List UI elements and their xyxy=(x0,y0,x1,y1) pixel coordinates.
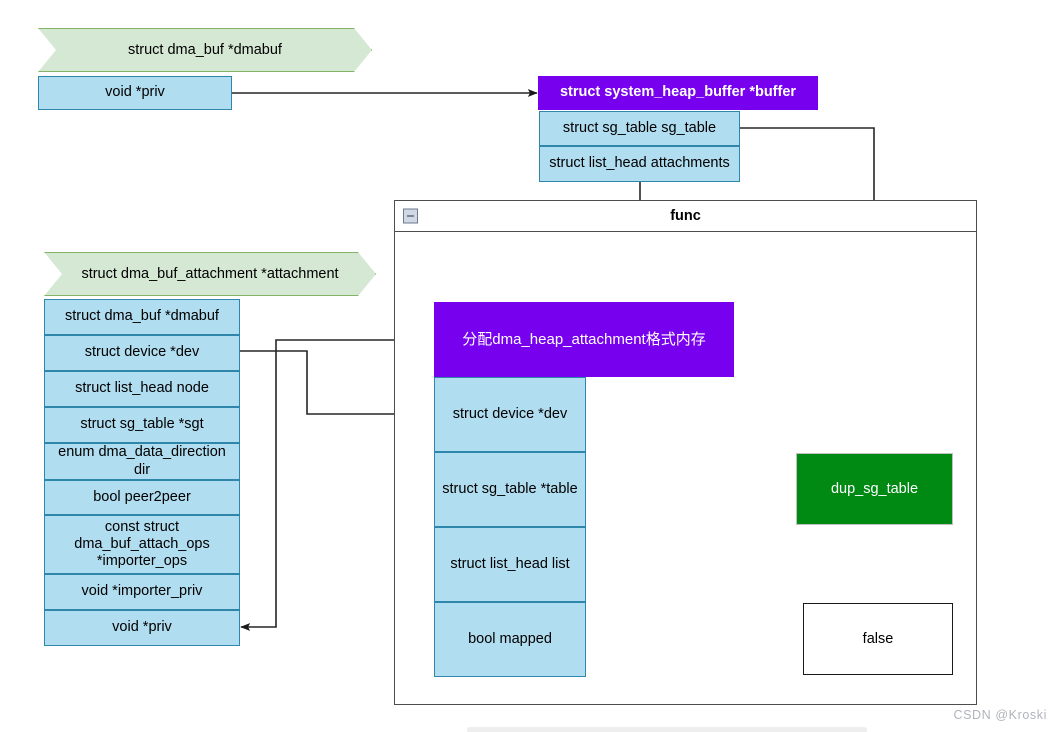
heap-attachment-field-table: struct sg_table *table xyxy=(434,452,586,527)
attachment-field-priv: void *priv xyxy=(44,610,240,646)
heap-attachment-field-mapped: bool mapped xyxy=(434,602,586,677)
heap-attachment-header: 分配dma_heap_attachment格式内存 xyxy=(434,302,734,377)
minus-icon[interactable] xyxy=(403,208,418,224)
bottom-scroll-bar[interactable] xyxy=(467,727,867,732)
heap-attachment-field-dev: struct device *dev xyxy=(434,377,586,452)
attachment-field-dmabuf: struct dma_buf *dmabuf xyxy=(44,299,240,335)
system-heap-buffer-header: struct system_heap_buffer *buffer xyxy=(538,76,818,110)
func-container-title-bar: func xyxy=(395,201,976,232)
attachment-field-node: struct list_head node xyxy=(44,371,240,407)
attachment-field-importer-priv: void *importer_priv xyxy=(44,574,240,610)
attachment-field-sgt: struct sg_table *sgt xyxy=(44,407,240,443)
dma-buf-header: struct dma_buf *dmabuf xyxy=(38,28,372,72)
heap-attachment-field-list: struct list_head list xyxy=(434,527,586,602)
attachment-header: struct dma_buf_attachment *attachment xyxy=(44,252,376,296)
attachment-field-importer-ops: const struct dma_buf_attach_ops *importe… xyxy=(44,515,240,574)
false-node[interactable]: false xyxy=(803,603,953,675)
system-heap-buffer-field-attachments: struct list_head attachments xyxy=(539,146,740,182)
attachment-field-peer2peer: bool peer2peer xyxy=(44,480,240,515)
dma-buf-field-priv: void *priv xyxy=(38,76,232,110)
attachment-field-dev: struct device *dev xyxy=(44,335,240,371)
dup-sg-table-node[interactable]: dup_sg_table xyxy=(796,453,953,525)
attachment-field-dir: enum dma_data_direction dir xyxy=(44,443,240,480)
watermark: CSDN @Kroski xyxy=(953,708,1047,722)
system-heap-buffer-field-sg-table: struct sg_table sg_table xyxy=(539,111,740,146)
func-container-title: func xyxy=(670,208,701,224)
